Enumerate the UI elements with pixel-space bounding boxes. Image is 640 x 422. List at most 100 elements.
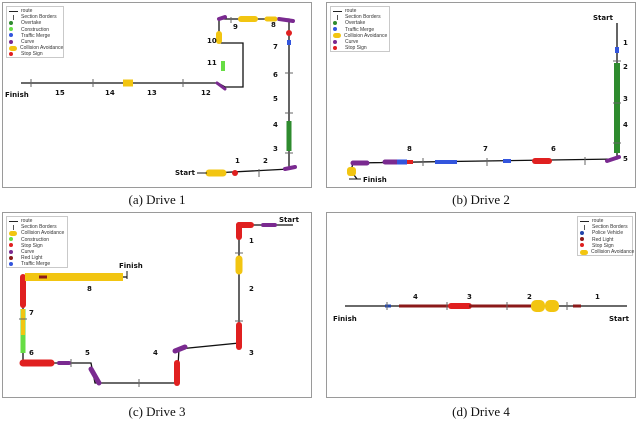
curve-segment (283, 165, 297, 171)
collision-avoidance-marker (545, 300, 559, 312)
section-label: 14 (105, 89, 115, 97)
finish-label: Finish (363, 176, 387, 184)
section-label: 2 (249, 285, 254, 293)
section-label: 5 (85, 349, 90, 357)
section-label: 6 (551, 145, 556, 153)
legend-collision-avoidance: Collision Avoidance (20, 45, 64, 52)
section-label: 10 (207, 37, 217, 45)
legend-stop-sign: Stop Sign (592, 242, 614, 249)
section-label: 1 (623, 39, 628, 47)
legend-route: route (592, 218, 604, 225)
section-label: 8 (271, 21, 276, 29)
start-label: Start (609, 315, 630, 323)
curve-segment (605, 155, 621, 163)
section-label: 1 (235, 157, 240, 165)
legend-traffic-merge: Traffic Merge (21, 32, 51, 39)
legend-overtake: Overtake (21, 20, 42, 27)
section-label: 13 (147, 89, 157, 97)
section-label: 4 (153, 349, 158, 357)
start-label: Start (175, 169, 196, 177)
caption-drive-1: (a) Drive 1 (128, 192, 186, 207)
legend: route Section Borders Overtake Construct… (6, 6, 64, 58)
section-label: 4 (413, 293, 418, 301)
section-label: 8 (407, 145, 412, 153)
section-label: 3 (273, 145, 278, 153)
legend-section-borders: Section Borders (21, 14, 57, 21)
section-label: 2 (263, 157, 268, 165)
legend-collision-avoidance: Collision Avoidance (21, 230, 65, 237)
legend-curve: Curve (345, 39, 359, 46)
section-label: 8 (87, 285, 92, 293)
collision-avoidance-marker (347, 167, 356, 176)
section-label: 4 (623, 121, 628, 129)
section-borders (422, 60, 621, 166)
section-label: 2 (623, 63, 628, 71)
legend-stop-sign: Stop Sign (345, 45, 367, 52)
drive-4-map: 1 2 3 4 Finish Start route Section Borde… (326, 212, 636, 398)
legend-construction: Construction (21, 236, 50, 243)
legend-construction: Construction (21, 26, 50, 33)
section-label: 3 (623, 95, 628, 103)
section-label: 1 (249, 237, 254, 245)
caption-drive-2: (b) Drive 2 (452, 192, 510, 207)
legend-section-borders: Section Borders (21, 224, 57, 231)
legend-curve: Curve (21, 249, 35, 256)
section-label: 4 (273, 121, 278, 129)
section-borders (386, 302, 568, 310)
curve-segment (215, 81, 227, 91)
section-label: 12 (201, 89, 211, 97)
caption-drive-4: (d) Drive 4 (452, 404, 510, 419)
section-label: 7 (29, 309, 34, 317)
collision-avoidance-marker (531, 300, 545, 312)
section-label: 7 (483, 145, 488, 153)
section-label: 11 (207, 59, 217, 67)
legend-route: route (21, 8, 33, 15)
legend-section-borders: Section Borders (592, 224, 628, 231)
legend-curve: Curve (21, 39, 35, 46)
legend-overtake: Overtake (345, 20, 366, 27)
legend-traffic-merge: Traffic Merge (21, 261, 51, 268)
legend: route Section Borders Collision Avoidanc… (6, 216, 68, 268)
section-label: 2 (527, 293, 532, 301)
section-label: 6 (29, 349, 34, 357)
drive-3-route-svg: 1 2 3 4 5 6 7 8 Start Finish (19, 216, 300, 387)
curve-segment (172, 344, 188, 354)
legend-route: route (345, 8, 357, 15)
start-label: Start (593, 14, 614, 22)
section-label: 7 (273, 43, 278, 51)
section-label: 5 (273, 95, 278, 103)
section-borders (19, 252, 243, 387)
section-label: 15 (55, 89, 65, 97)
stop-sign-marker (286, 30, 292, 36)
section-borders (30, 17, 293, 177)
section-label: 5 (623, 155, 628, 163)
section-label: 1 (595, 293, 600, 301)
legend-stop-sign: Stop Sign (21, 51, 43, 58)
start-label: Start (279, 216, 300, 224)
legend-collision-avoidance: Collision Avoidance (344, 32, 388, 39)
curve-segment (277, 17, 295, 23)
route-line (350, 23, 618, 180)
stop-sign-marker (232, 170, 238, 176)
legend-section-borders: Section Borders (345, 14, 381, 21)
legend: route Section Borders Overtake Traffic M… (330, 6, 390, 52)
drive-4-route-svg: 1 2 3 4 Finish Start (333, 293, 630, 323)
legend-traffic-merge: Traffic Merge (345, 26, 375, 33)
legend-red-light: Red Light (592, 236, 614, 243)
caption-drive-3: (c) Drive 3 (128, 404, 186, 419)
legend-route: route (21, 218, 33, 225)
legend-collision-avoidance: Collision Avoidance (591, 249, 635, 256)
finish-label: Finish (5, 91, 29, 99)
section-label: 6 (273, 71, 278, 79)
section-label: 3 (249, 349, 254, 357)
section-label: 3 (467, 293, 472, 301)
legend: route Section Borders Police Vehicle Red… (577, 216, 635, 256)
finish-label: Finish (119, 262, 143, 270)
legend-police-vehicle: Police Vehicle (592, 230, 624, 237)
drive-1-route-svg: 1 2 3 4 5 6 7 8 9 10 11 12 13 14 15 Fini… (5, 15, 297, 177)
drive-2-map: 1 2 3 4 5 6 7 8 Start Finish route Secti… (326, 2, 636, 188)
finish-label: Finish (333, 315, 357, 323)
section-label: 9 (233, 23, 238, 31)
curve-segment (88, 366, 102, 386)
drive-1-map: 1 2 3 4 5 6 7 8 9 10 11 12 13 14 15 Fini… (2, 2, 312, 188)
